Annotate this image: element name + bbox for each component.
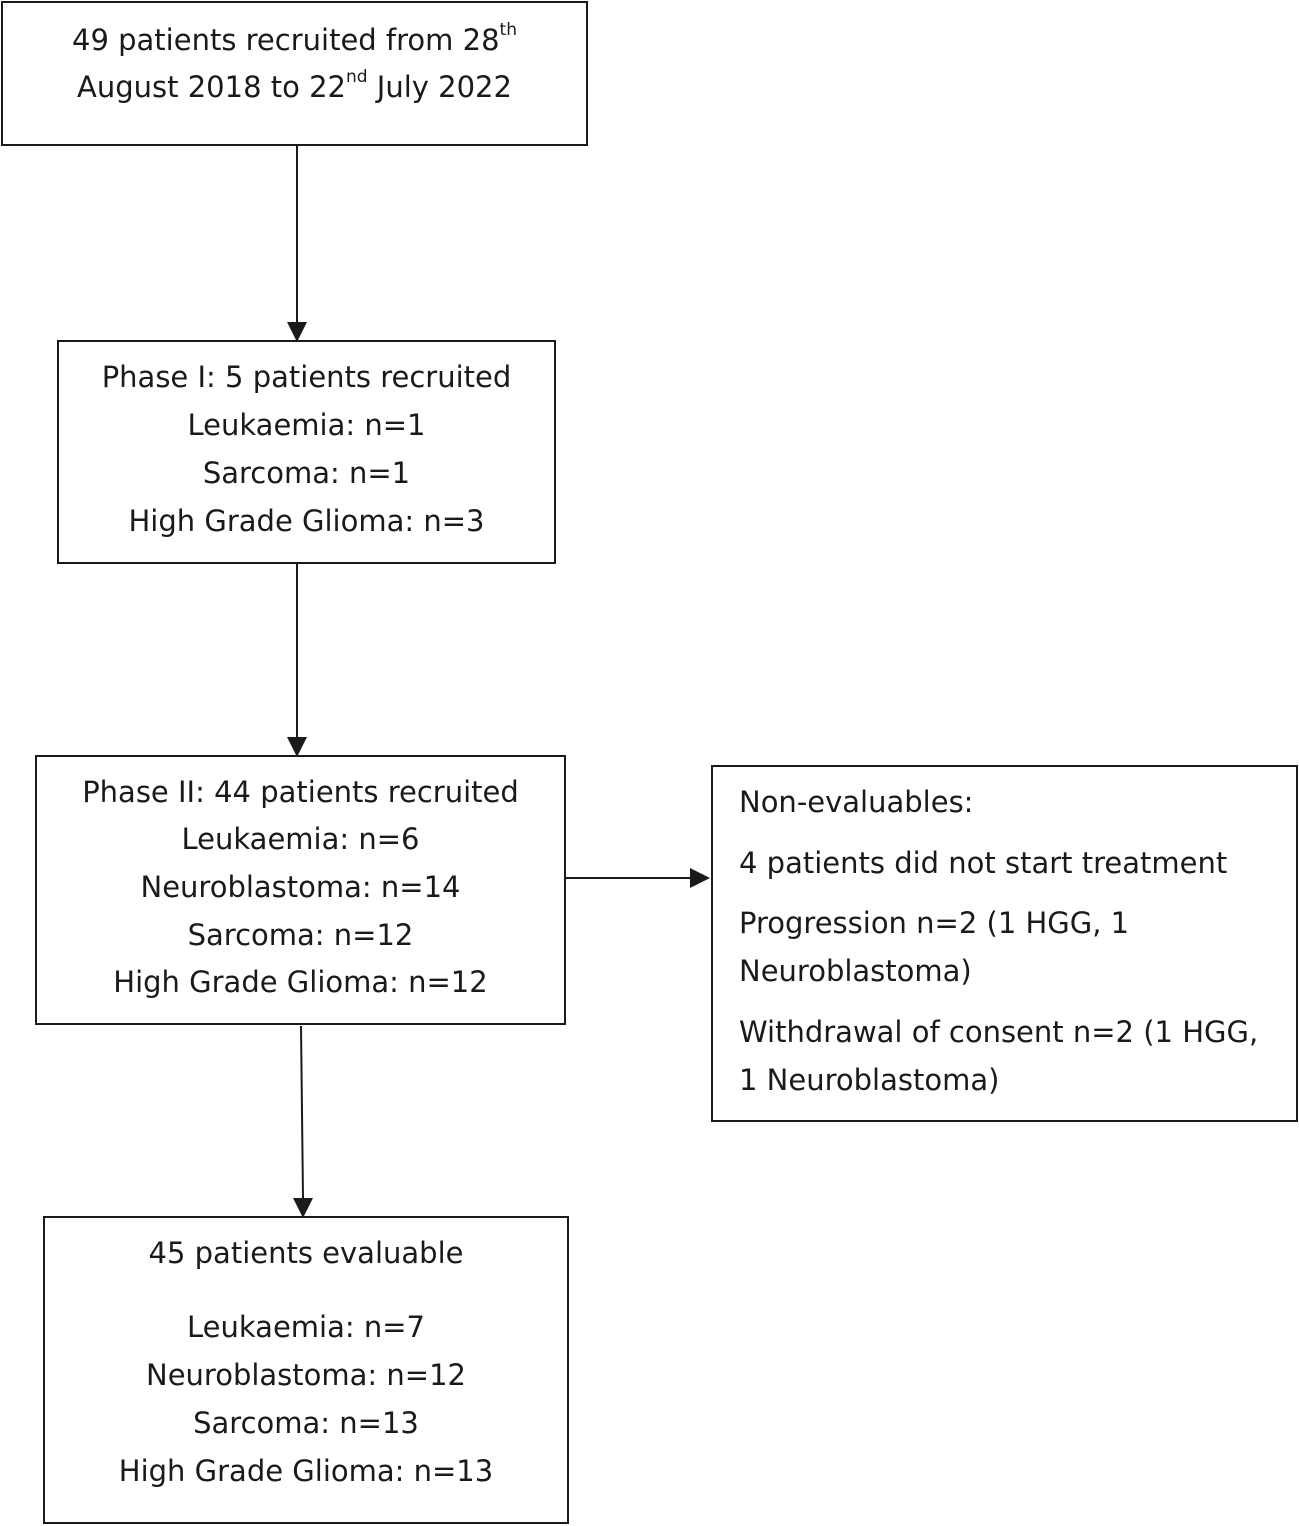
recruitment-box: 49 patients recruited from 28th August 2…	[1, 1, 588, 146]
non-evaluable-box: Non-evaluables: 4 patients did not start…	[711, 765, 1298, 1122]
non-evaluable-withdrawal: Withdrawal of consent n=2 (1 HGG,	[739, 1015, 1259, 1049]
non-evaluable-progression-cont: Neuroblastoma)	[739, 954, 972, 988]
phase1-sarcoma: Sarcoma: n=1	[202, 456, 411, 490]
evaluable-high-grade-glioma: High Grade Glioma: n=13	[118, 1454, 494, 1488]
phase2-neuroblastoma: Neuroblastoma: n=14	[140, 870, 461, 904]
arrowhead-evaluable	[293, 1198, 313, 1218]
recruitment-line-1: 49 patients recruited from 28th	[3, 20, 586, 57]
evaluable-neuroblastoma: Neuroblastoma: n=12	[146, 1358, 466, 1392]
recruitment-superscript-1: th	[499, 20, 517, 41]
evaluable-sarcoma: Sarcoma: n=13	[193, 1406, 419, 1440]
phase2-box: Phase II: 44 patients recruited Leukaemi…	[35, 755, 566, 1025]
phase2-title: Phase II: 44 patients recruited	[82, 775, 519, 809]
non-evaluable-title: Non-evaluables:	[739, 785, 974, 819]
recruitment-text-1: 49 patients recruited from 28	[72, 23, 500, 57]
recruitment-text-2: August 2018 to 22	[77, 70, 346, 104]
phase2-leukaemia: Leukaemia: n=6	[181, 822, 420, 856]
non-evaluable-withdrawal-cont: 1 Neuroblastoma)	[739, 1063, 1000, 1097]
arrowhead-non-evaluable	[690, 868, 710, 888]
evaluable-title: 45 patients evaluable	[148, 1236, 464, 1270]
arrow-phase2-to-evaluable	[300, 1025, 304, 1199]
non-evaluable-did-not-start: 4 patients did not start treatment	[739, 846, 1228, 880]
recruitment-line-2: August 2018 to 22nd July 2022	[3, 67, 586, 104]
recruitment-text-3: July 2022	[367, 70, 512, 104]
phase1-leukaemia: Leukaemia: n=1	[187, 408, 426, 442]
phase1-title: Phase I: 5 patients recruited	[101, 360, 512, 394]
phase2-high-grade-glioma: High Grade Glioma: n=12	[113, 965, 488, 999]
phase2-sarcoma: Sarcoma: n=12	[187, 918, 414, 952]
arrowhead-phase1	[287, 322, 307, 342]
evaluable-leukaemia: Leukaemia: n=7	[187, 1310, 425, 1344]
arrowhead-phase2	[287, 737, 307, 757]
non-evaluable-progression: Progression n=2 (1 HGG, 1	[739, 906, 1130, 940]
phase1-high-grade-glioma: High Grade Glioma: n=3	[128, 504, 485, 538]
evaluable-box: 45 patients evaluable Leukaemia: n=7 Neu…	[43, 1216, 569, 1524]
recruitment-superscript-2: nd	[345, 67, 368, 88]
phase1-box: Phase I: 5 patients recruited Leukaemia:…	[57, 340, 556, 564]
